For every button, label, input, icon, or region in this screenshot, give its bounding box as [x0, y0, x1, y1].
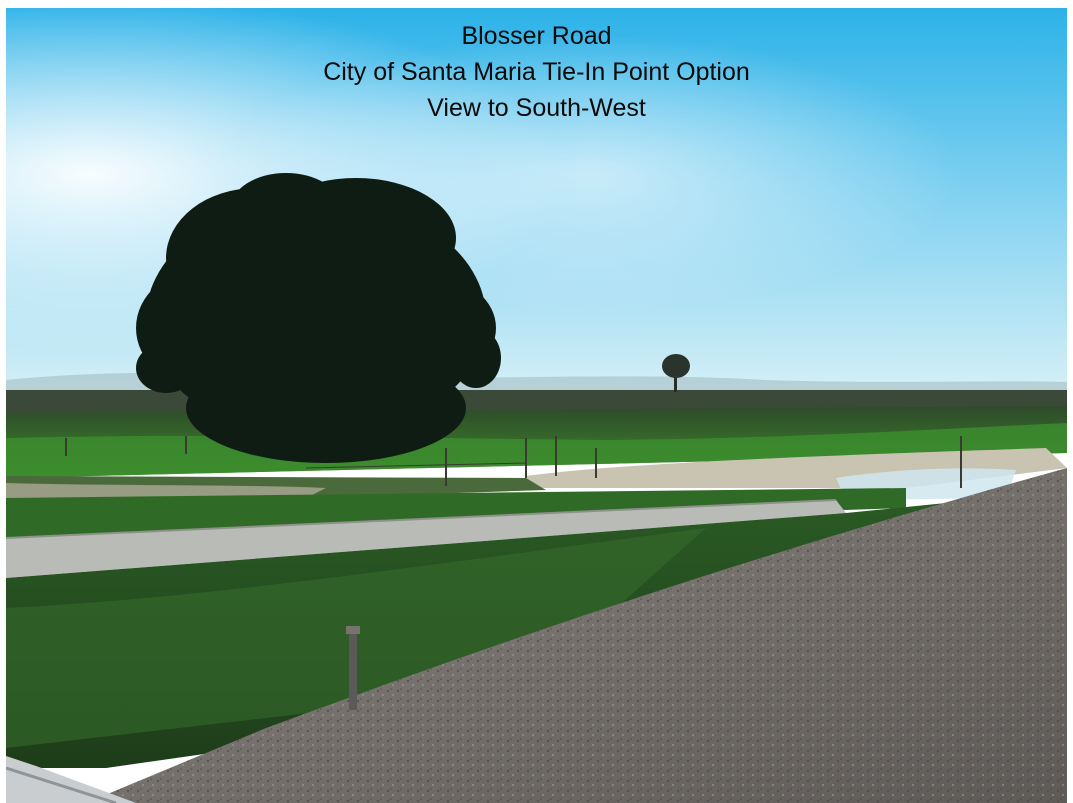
- caption-view-direction: View to South-West: [427, 94, 646, 122]
- fence-line: [65, 434, 962, 488]
- oak-tree: [136, 173, 501, 463]
- caption-title: Blosser Road: [461, 22, 612, 50]
- distant-tree: [662, 354, 690, 392]
- road: [6, 500, 846, 578]
- landscape-scene: [6, 8, 1067, 803]
- survey-stake: [346, 626, 360, 710]
- caption-subtitle: City of Santa Maria Tie-In Point Option: [323, 58, 750, 86]
- guardrail: [6, 756, 136, 803]
- photo-caption: Blosser Road City of Santa Maria Tie-In …: [0, 18, 1073, 126]
- field-photo: [6, 8, 1067, 803]
